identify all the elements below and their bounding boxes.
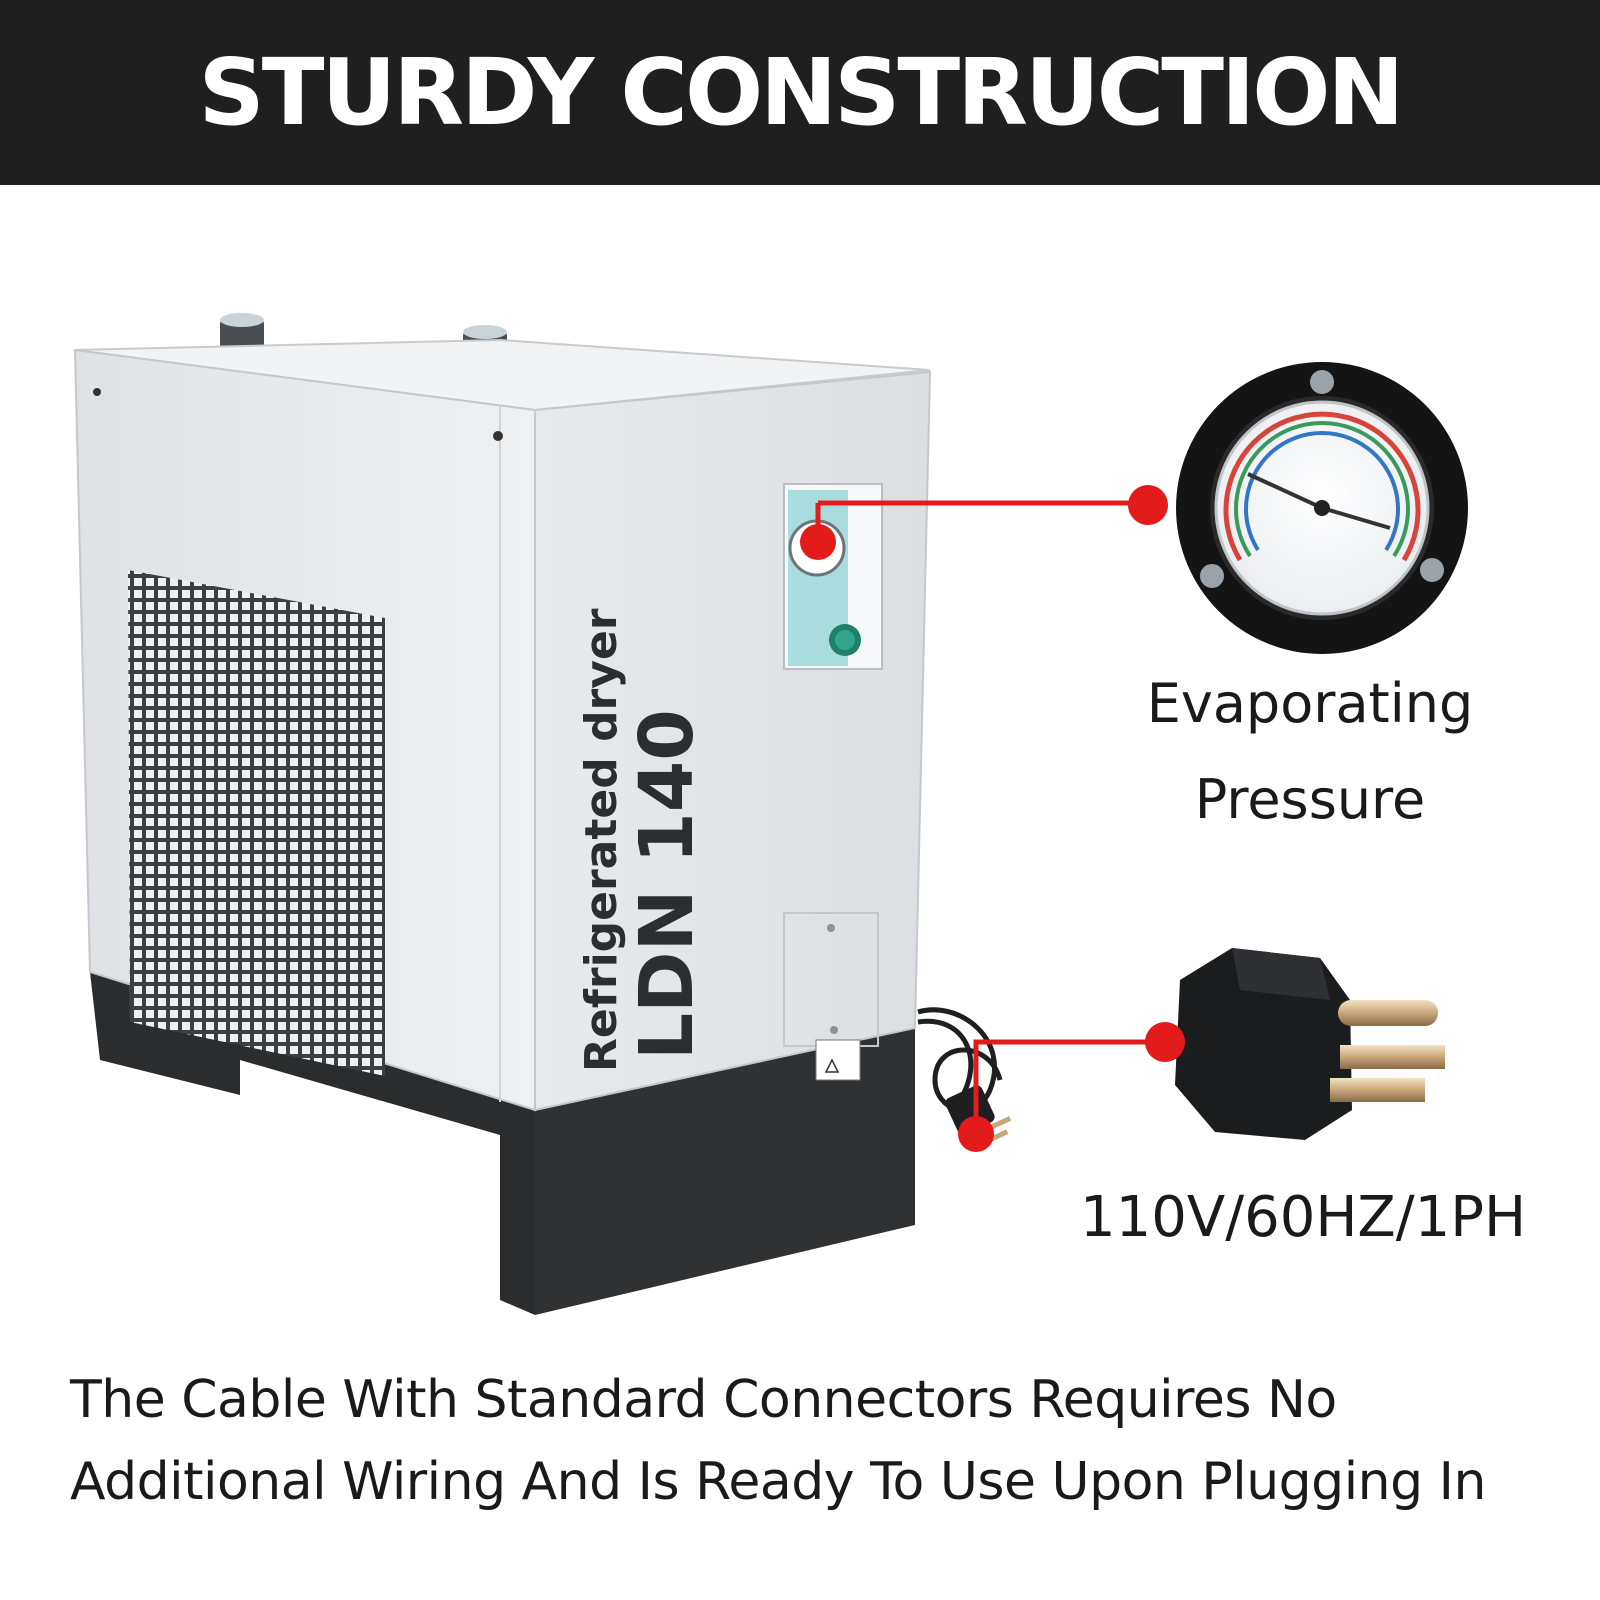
callout-pressure-line	[800, 485, 1168, 560]
caption-line-1: The Cable With Standard Connectors Requi…	[70, 1370, 1337, 1430]
callout-label-power: 110V/60HZ/1PH	[1080, 1185, 1527, 1250]
page-title: STURDY CONSTRUCTION	[198, 39, 1405, 146]
caption-line-2: Additional Wiring And Is Ready To Use Up…	[70, 1452, 1486, 1512]
ventilation-grille	[128, 570, 385, 1076]
power-plug-icon	[1175, 948, 1445, 1140]
callout-label-evaporating: Evaporating	[1146, 672, 1474, 735]
dryer-cabinet	[73, 313, 932, 1315]
product-name-text: Refrigerated dryer	[576, 608, 627, 1072]
header-banner: STURDY CONSTRUCTION	[0, 0, 1600, 185]
warning-icon	[824, 1058, 840, 1073]
callout-label-pressure: Pressure	[1194, 768, 1426, 831]
pressure-gauge-icon	[1176, 362, 1468, 654]
control-window	[783, 483, 883, 670]
access-panel	[783, 912, 879, 1081]
callout-power-line	[958, 1022, 1185, 1152]
product-model-text: LDN 140	[624, 709, 710, 1060]
